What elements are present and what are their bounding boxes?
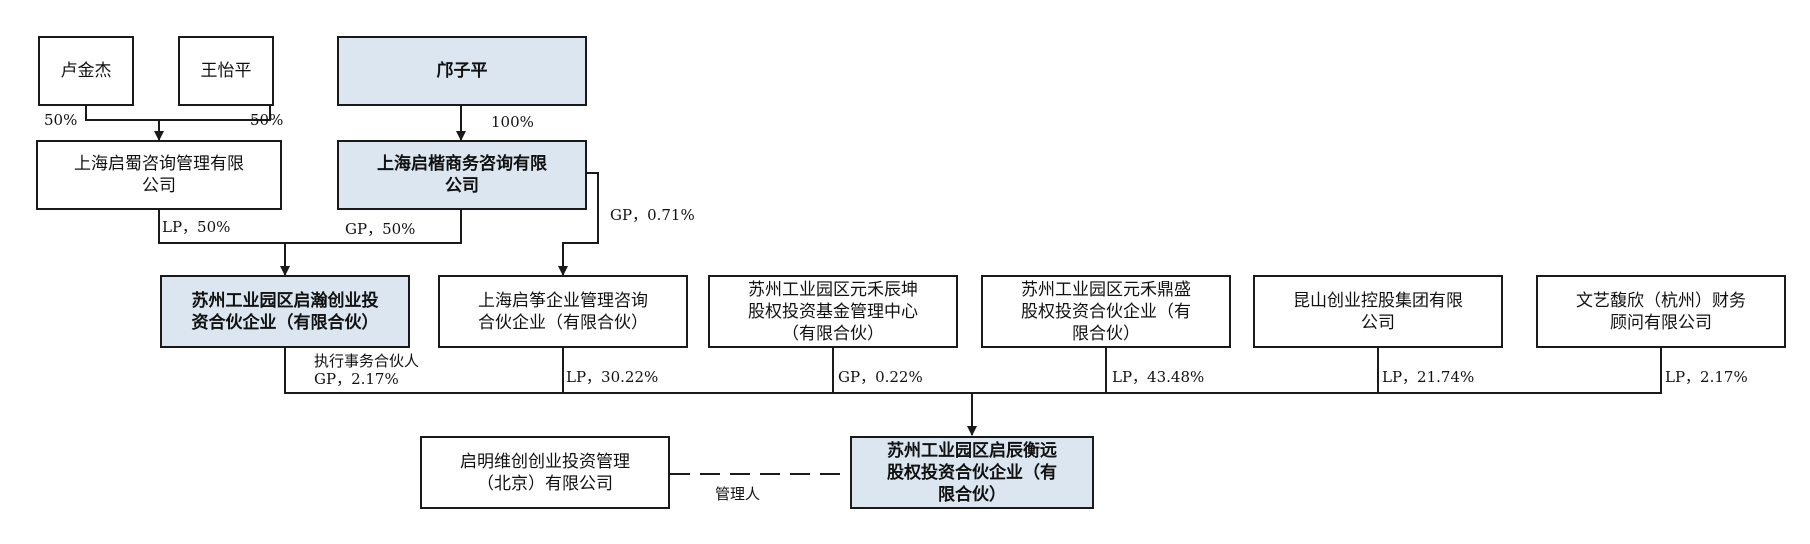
node-yuanhe-dingsheng: 苏州工业园区元禾鼎盛 股权投资合伙企业（有 限合伙） xyxy=(981,275,1231,348)
node-qihan: 苏州工业园区启瀚创业投 资合伙企业（有限合伙） xyxy=(160,275,410,348)
label-wang-pct: 50% xyxy=(250,111,284,129)
connector-lu-wang-qishu xyxy=(85,106,271,121)
label-kunshan-lp: LP，21.74% xyxy=(1382,368,1475,386)
node-qiming: 启明维创创业投资管理 （北京）有限公司 xyxy=(420,436,670,509)
label-qihan-gp: 执行事务合伙人 GP，2.17% xyxy=(314,352,420,388)
node-qizheng: 上海启筝企业管理咨询 合伙企业（有限合伙） xyxy=(438,275,688,348)
label-manager: 管理人 xyxy=(715,485,761,503)
node-kunshan: 昆山创业控股集团有限 公司 xyxy=(1253,275,1503,348)
label-dingsheng-lp: LP，43.48% xyxy=(1112,368,1205,386)
node-qishu: 上海启蜀咨询管理有限 公司 xyxy=(36,140,282,210)
connector-qishu-qikai-qihan xyxy=(158,210,462,244)
node-lu-jinjie: 卢金杰 xyxy=(38,36,134,106)
connector-qikai-qizheng xyxy=(558,172,599,276)
node-qikai: 上海启楷商务咨询有限 公司 xyxy=(337,140,587,210)
label-wenyi-lp: LP，2.17% xyxy=(1665,368,1748,386)
node-target: 苏州工业园区启辰衡远 股权投资合伙企业（有 限合伙） xyxy=(850,436,1094,509)
node-wenyi: 文艺馥欣（杭州）财务 顾问有限公司 xyxy=(1536,275,1786,348)
label-kuang-pct: 100% xyxy=(491,113,534,131)
node-kuang-ziping: 邝子平 xyxy=(337,36,587,106)
label-qikai-gp-qizheng: GP，0.71% xyxy=(610,206,695,224)
label-qizheng-lp: LP，30.22% xyxy=(566,368,659,386)
label-lu-pct: 50% xyxy=(44,111,78,129)
node-yuanhe-chenkun: 苏州工业园区元禾辰坤 股权投资基金管理中心 （有限合伙） xyxy=(708,275,958,348)
node-wang-yiping: 王怡平 xyxy=(178,36,274,106)
label-qishu-lp: LP，50% xyxy=(162,218,231,236)
label-qikai-gp: GP，50% xyxy=(345,220,416,238)
label-chenkun-gp: GP，0.22% xyxy=(838,368,923,386)
